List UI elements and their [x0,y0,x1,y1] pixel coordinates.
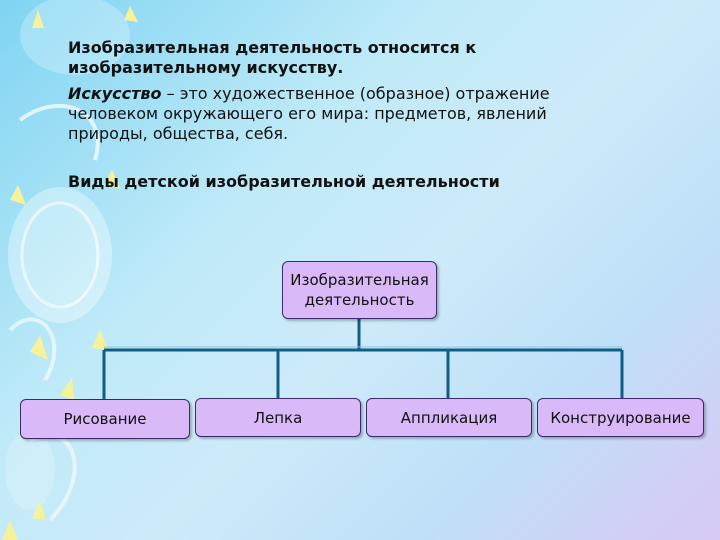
child-node-label: Аппликация [400,408,498,427]
definition-term: Искусство [68,84,162,103]
description-text: Изобразительная деятельность относится к… [68,38,628,144]
child-node-label: Конструирование [550,408,691,427]
intro-text: Изобразительная деятельность относится к… [68,38,477,77]
section-title: Виды детской изобразительной деятельност… [68,172,500,191]
root-node: Изобразительная деятельность [282,261,437,319]
definition-text: Искусство – это художественное (образное… [68,84,628,144]
root-node-label: Изобразительная деятельность [290,271,429,309]
child-node-drawing: Рисование [20,399,190,439]
child-node-modeling: Лепка [195,398,361,437]
child-node-applique: Аппликация [366,398,532,437]
child-node-label: Лепка [253,408,303,427]
definition-body: – это художественное (образное) отражени… [68,84,550,143]
child-node-label: Рисование [63,410,147,428]
child-node-construction: Конструирование [537,398,704,437]
